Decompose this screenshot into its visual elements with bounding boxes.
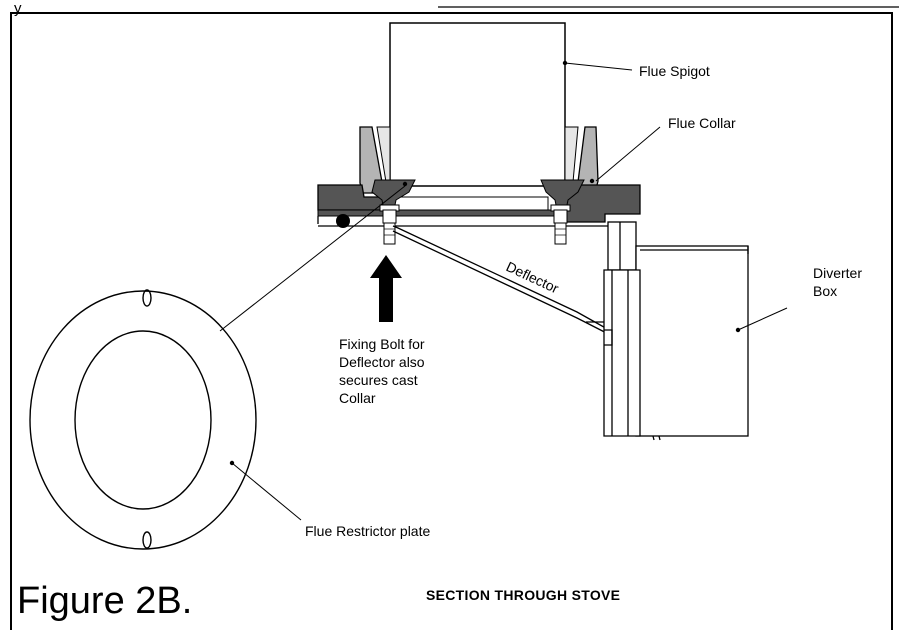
label-fixing-1: Fixing Bolt for — [339, 336, 425, 352]
flue-spigot — [389, 22, 566, 187]
diverter-box — [586, 221, 749, 437]
header-fragment: y — [14, 0, 22, 17]
label-fixing-2: Deflector also — [339, 354, 425, 370]
leader-restrictor-plate — [219, 185, 406, 332]
flue-restrictor-plate — [29, 289, 257, 550]
label-fixing-4: Collar — [339, 390, 376, 406]
leader-flue-collar — [595, 126, 661, 182]
figure-label: Figure 2B. — [17, 580, 192, 622]
leader-restrictor-label — [231, 462, 302, 521]
label-fixing-3: secures cast — [339, 372, 418, 388]
fixing-bolt-arrow — [370, 255, 402, 322]
label-restrictor: Flue Restrictor plate — [305, 523, 430, 539]
leader-flue-spigot — [564, 62, 633, 71]
label-flue-collar: Flue Collar — [668, 115, 736, 131]
caption: SECTION THROUGH STOVE — [426, 587, 620, 603]
fixing-bolt-right — [540, 179, 585, 245]
label-flue-spigot: Flue Spigot — [639, 63, 710, 79]
leader-diverter-box — [737, 307, 788, 331]
label-box: Box — [813, 283, 837, 299]
label-diverter: Diverter — [813, 265, 862, 281]
